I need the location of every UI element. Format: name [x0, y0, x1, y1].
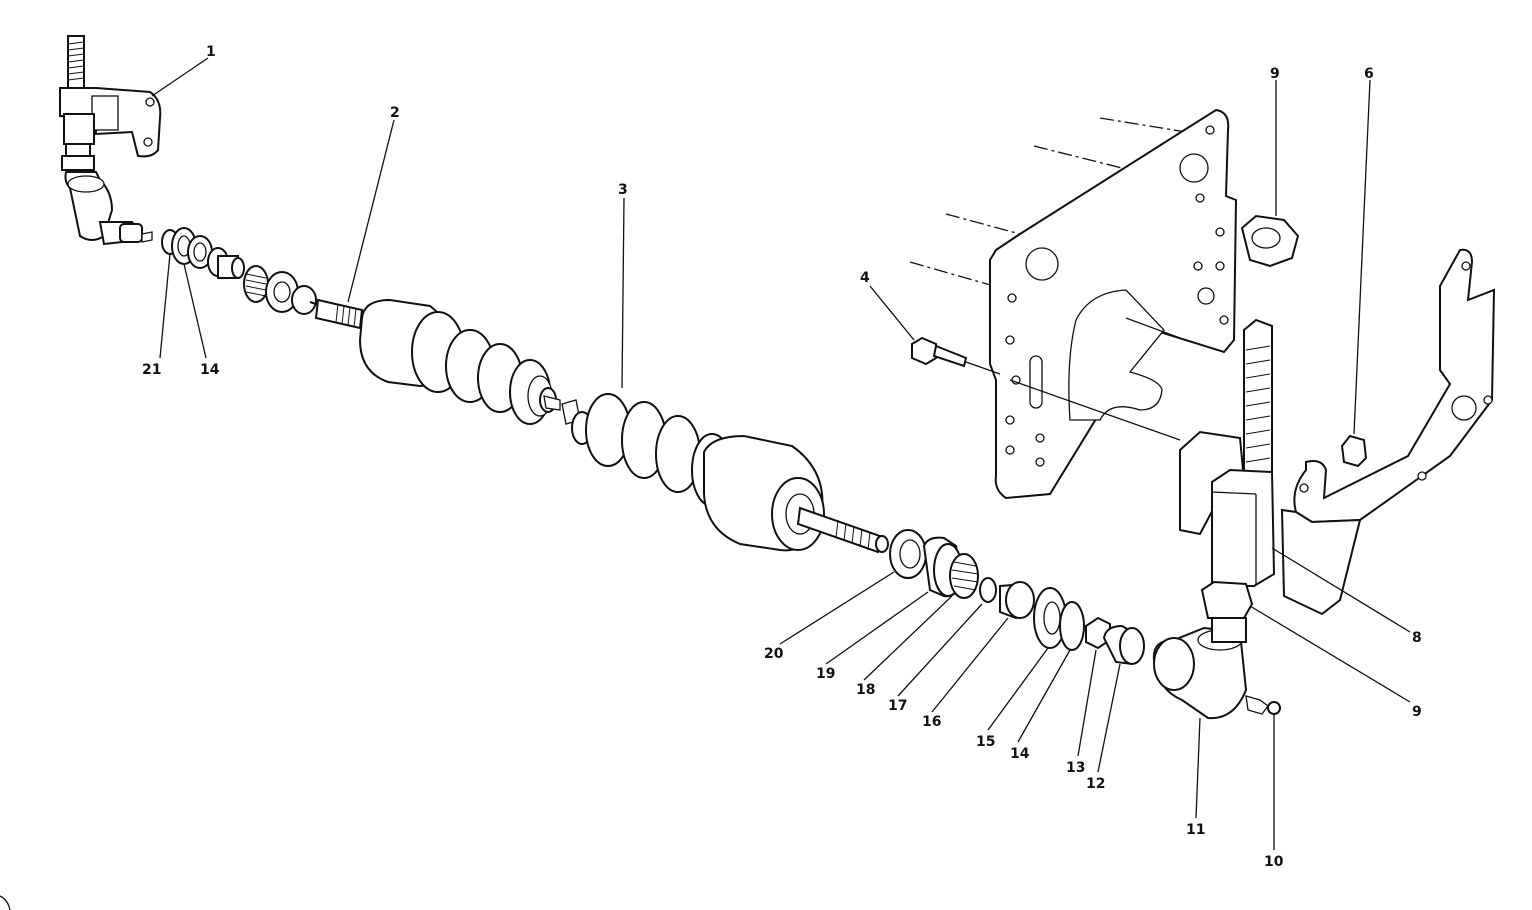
callout-9-bottom: 9	[1412, 704, 1422, 720]
left-adjuster-bracket	[59, 35, 162, 246]
callout-17: 17	[888, 698, 907, 714]
leader-lines	[151, 57, 1411, 850]
roller-part-3	[561, 393, 889, 554]
bolt-part-4	[911, 336, 1181, 441]
callout-18: 18	[856, 682, 875, 698]
callout-10: 10	[1264, 854, 1284, 870]
callout-20: 20	[764, 646, 784, 662]
callout-19: 19	[816, 666, 835, 682]
callout-1: 1	[206, 44, 216, 60]
callout-14-left: 14	[200, 362, 220, 378]
callout-8: 8	[1412, 630, 1422, 646]
right-adjuster	[1179, 214, 1368, 643]
callout-labels: 1 2 3 4 6 8 9 9 10 11 12 13 14 14 15 16 …	[142, 44, 1422, 870]
callout-15: 15	[976, 734, 995, 750]
mounting-plate	[909, 108, 1238, 500]
lower-right-elbow	[1152, 626, 1281, 720]
right-mount-bracket	[1280, 248, 1496, 616]
callout-4: 4	[860, 270, 870, 286]
roller-part-2	[314, 298, 561, 425]
callout-2: 2	[390, 105, 400, 121]
left-bearing-stack	[161, 227, 341, 315]
callout-11: 11	[1186, 822, 1205, 838]
callout-6: 6	[1364, 66, 1374, 82]
callout-21: 21	[142, 362, 161, 378]
callout-12: 12	[1086, 776, 1105, 792]
callout-3: 3	[618, 182, 628, 198]
callout-9-top: 9	[1270, 66, 1280, 82]
callout-13: 13	[1066, 760, 1085, 776]
corner-mark	[0, 895, 11, 910]
callout-16: 16	[922, 714, 941, 730]
callout-14-right: 14	[1010, 746, 1030, 762]
right-bearing-stack	[889, 529, 1145, 666]
